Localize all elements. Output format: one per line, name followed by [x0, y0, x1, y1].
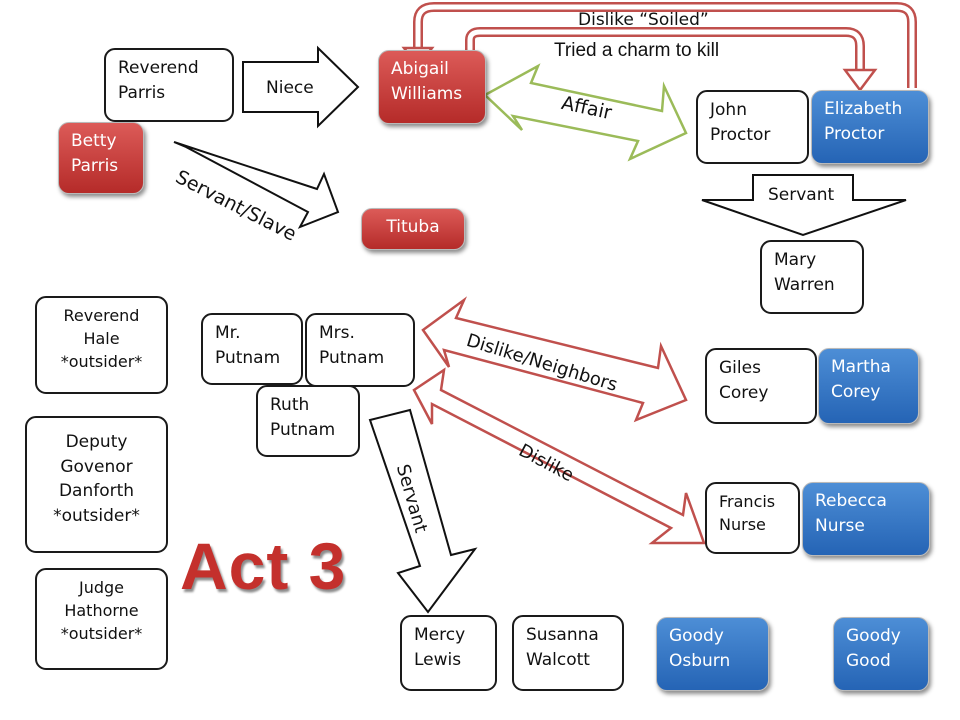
- node-susanna-walcott: Susanna Walcott: [512, 615, 624, 691]
- node-john-proctor: John Proctor: [696, 90, 809, 164]
- dislike-neighbors-arrow: [421, 296, 688, 423]
- label-dislike-soiled: Dislike “Soiled”: [578, 10, 709, 30]
- node-elizabeth-proctor: Elizabeth Proctor: [811, 90, 929, 164]
- node-francis-nurse: Francis Nurse: [705, 482, 800, 554]
- node-rebecca-nurse: Rebecca Nurse: [802, 482, 930, 556]
- node-mercy-lewis: Mercy Lewis: [400, 615, 497, 691]
- node-mrs-putnam: Mrs. Putnam: [305, 313, 415, 387]
- node-ruth-putnam: Ruth Putnam: [256, 385, 360, 457]
- node-martha-corey: Martha Corey: [818, 348, 919, 424]
- affair-arrow: [482, 63, 688, 162]
- node-reverend-hale: Reverend Hale *outsider*: [35, 296, 168, 394]
- servant-putnam-arrow: [368, 408, 478, 614]
- node-mary-warren: Mary Warren: [760, 240, 864, 314]
- label-niece: Niece: [266, 78, 314, 98]
- node-judge-hathorne: Judge Hathorne *outsider*: [35, 568, 168, 670]
- node-reverend-parris: Reverend Parris: [104, 48, 234, 122]
- node-tituba: Tituba: [361, 208, 465, 250]
- node-deputy-danforth: Deputy Govenor Danforth *outsider*: [25, 416, 168, 553]
- label-servant-proctor: Servant: [768, 185, 835, 205]
- node-giles-corey: Giles Corey: [705, 348, 817, 424]
- label-tried-charm: Tried a charm to kill: [554, 40, 720, 61]
- servant-slave-arrow: [173, 141, 340, 229]
- dislike-arrow: [412, 367, 706, 545]
- niece-arrow: [242, 45, 360, 129]
- node-goody-good: Goody Good: [833, 617, 929, 691]
- node-betty-parris: Betty Parris: [58, 122, 144, 194]
- act-title: Act 3: [180, 529, 347, 603]
- node-abigail-williams: Abigail Williams: [378, 50, 486, 124]
- node-goody-osburn: Goody Osburn: [656, 617, 769, 691]
- tried-charm-arrow: [465, 27, 878, 93]
- servant-proctor-arrow: [701, 174, 907, 237]
- node-mr-putnam: Mr. Putnam: [201, 313, 303, 385]
